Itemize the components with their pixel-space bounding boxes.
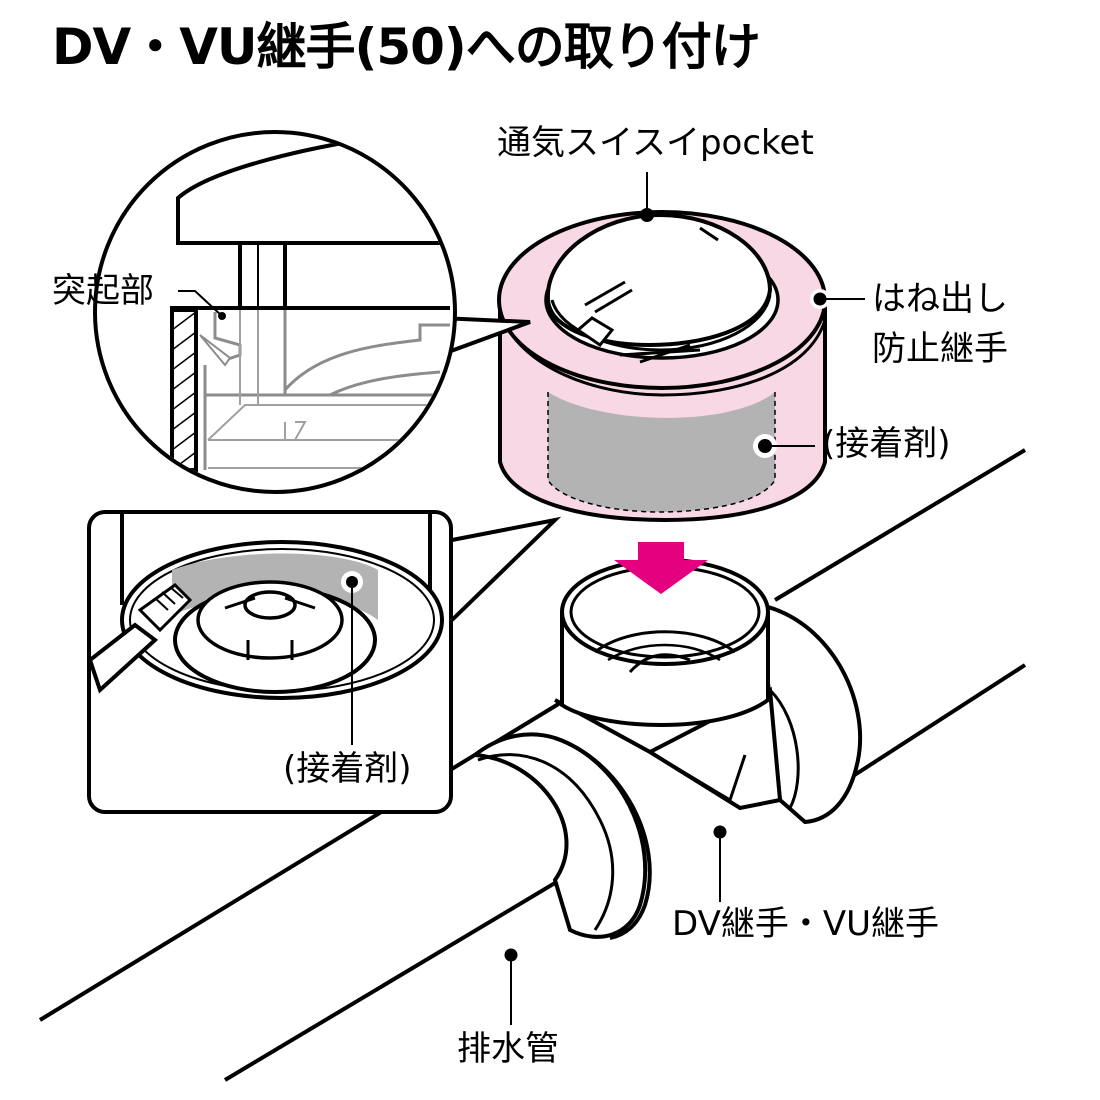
label-adhesive-right: (接着剤)	[822, 424, 951, 464]
spring-joint-dot	[813, 292, 827, 306]
adhesive-inset-box	[87, 510, 562, 814]
insert-arrow	[614, 542, 708, 594]
drain-pipe-dot	[504, 948, 518, 962]
label-adhesive-inset: (接着剤)	[283, 749, 412, 789]
label-protrusion: 突起部	[52, 271, 154, 311]
page-title: DV・VU継手(50)への取り付け	[52, 18, 761, 76]
dv-vu-joint-dot	[713, 825, 727, 839]
leader-lines	[501, 172, 865, 1025]
label-dv-vu-joint: DV継手・VU継手	[672, 904, 939, 944]
label-drain-pipe: 排水管	[457, 1029, 559, 1069]
label-spring-joint-line1: はね出し	[872, 279, 1008, 319]
adhesive-inset-dot	[346, 576, 358, 588]
label-spring-joint-line2: 防止継手	[872, 329, 1008, 369]
protrusion-leader	[178, 290, 223, 317]
tee-joint	[469, 558, 863, 940]
spring-prevention-joint	[497, 210, 827, 523]
protrusion-dot	[218, 312, 226, 320]
pocket-dot	[640, 208, 654, 222]
adhesive-right-dot	[758, 439, 772, 453]
cross-section-magnifier	[93, 130, 457, 494]
callout-pointer-top	[439, 316, 531, 357]
label-pocket: 通気スイスイpocket	[497, 123, 814, 163]
